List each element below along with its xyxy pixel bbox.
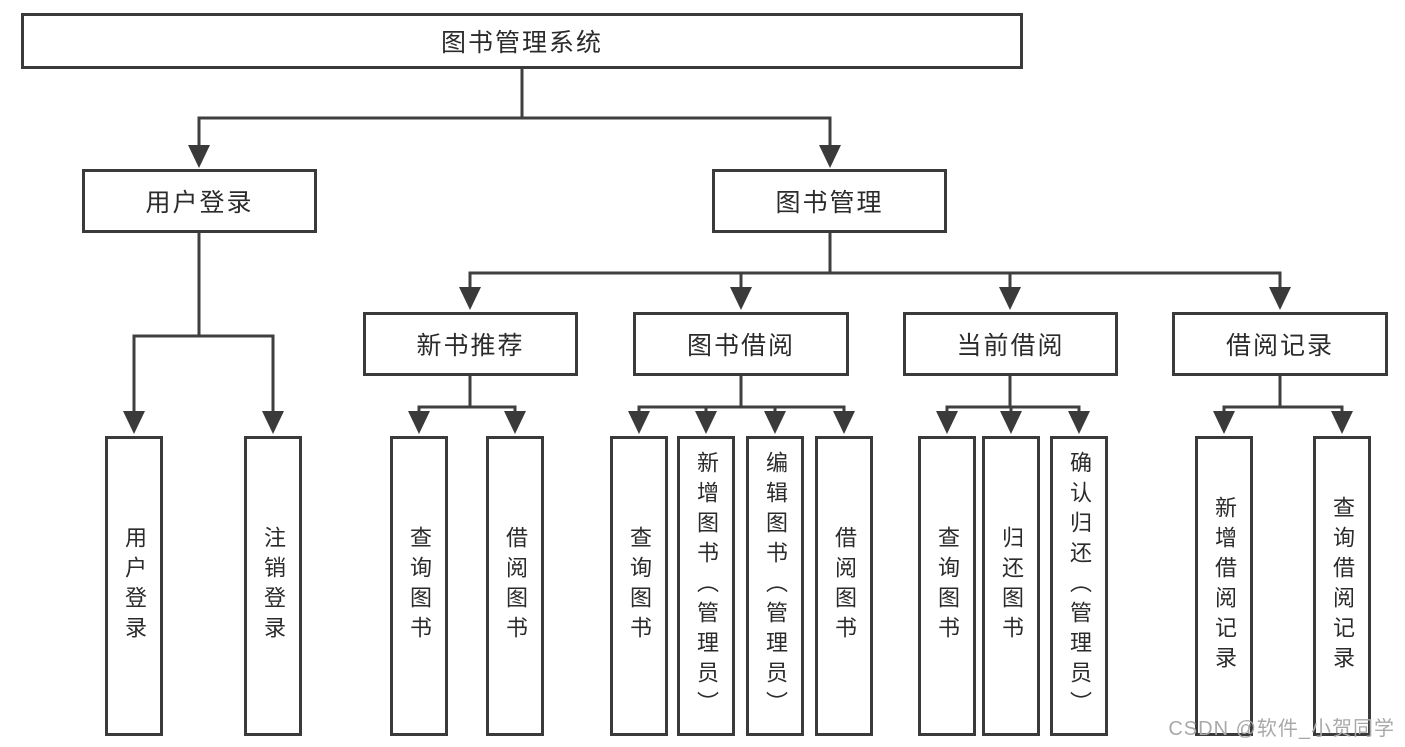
node-leaf-borrow-books-a: 借阅图书 <box>486 436 544 736</box>
node-leaf-borrow-books-b: 借阅图书 <box>815 436 873 736</box>
node-leaf-return-books-label: 归还图书 <box>999 526 1024 646</box>
node-leaf-query-books-a-label: 查询图书 <box>407 526 432 646</box>
node-current-borrow-label: 当前借阅 <box>956 332 1065 360</box>
connector-new-book-recommend-to-leaves <box>408 374 526 434</box>
node-leaf-borrow-books-b-label: 借阅图书 <box>832 526 857 646</box>
node-book-management-label: 图书管理 <box>775 189 884 217</box>
node-current-borrow: 当前借阅 <box>903 312 1118 376</box>
node-leaf-return-books: 归还图书 <box>982 436 1040 736</box>
node-book-borrow: 图书借阅 <box>633 312 849 376</box>
node-leaf-query-borrow-record: 查询借阅记录 <box>1313 436 1371 736</box>
connector-borrow-records-to-leaves <box>1213 374 1353 434</box>
node-leaf-query-books-b-label: 查询图书 <box>627 526 652 646</box>
node-leaf-add-borrow-record: 新增借阅记录 <box>1195 436 1253 736</box>
node-leaf-confirm-return-admin: 确认归还（管理员） <box>1050 436 1108 736</box>
node-book-management: 图书管理 <box>712 169 947 233</box>
node-leaf-add-books-admin: 新增图书（管理员） <box>677 436 735 736</box>
connector-current-borrow-to-leaves <box>936 374 1090 434</box>
node-leaf-logout-login-label: 注销登录 <box>261 526 286 646</box>
node-root-label: 图书管理系统 <box>440 29 603 57</box>
node-leaf-add-books-admin-label: 新增图书（管理员） <box>694 451 719 721</box>
connector-book-borrow-to-leaves <box>628 374 855 434</box>
connector-book-management-to-level3 <box>459 231 1291 310</box>
connector-user-login-to-leaves <box>123 231 284 434</box>
node-leaf-confirm-return-admin-label: 确认归还（管理员） <box>1067 451 1092 721</box>
node-leaf-query-books-c-label: 查询图书 <box>935 526 960 646</box>
csdn-watermark: CSDN @软件_小贺同学 <box>1168 718 1395 740</box>
node-leaf-query-books-a: 查询图书 <box>390 436 448 736</box>
node-leaf-user-login: 用户登录 <box>105 436 163 736</box>
node-root: 图书管理系统 <box>21 13 1023 69</box>
node-leaf-add-borrow-record-label: 新增借阅记录 <box>1212 496 1237 676</box>
node-leaf-query-books-c: 查询图书 <box>918 436 976 736</box>
node-new-book-recommend-label: 新书推荐 <box>416 332 525 360</box>
node-leaf-edit-books-admin: 编辑图书（管理员） <box>746 436 804 736</box>
node-leaf-query-borrow-record-label: 查询借阅记录 <box>1330 496 1355 676</box>
connector-root-to-level2 <box>188 67 841 168</box>
node-new-book-recommend: 新书推荐 <box>363 312 578 376</box>
node-borrow-records: 借阅记录 <box>1172 312 1388 376</box>
node-leaf-query-books-b: 查询图书 <box>610 436 668 736</box>
node-leaf-logout-login: 注销登录 <box>244 436 302 736</box>
node-leaf-borrow-books-a-label: 借阅图书 <box>503 526 528 646</box>
node-user-login: 用户登录 <box>82 169 317 233</box>
node-leaf-user-login-label: 用户登录 <box>122 526 147 646</box>
node-borrow-records-label: 借阅记录 <box>1225 332 1334 360</box>
node-book-borrow-label: 图书借阅 <box>686 332 795 360</box>
node-leaf-edit-books-admin-label: 编辑图书（管理员） <box>763 451 788 721</box>
node-user-login-label: 用户登录 <box>145 189 254 217</box>
